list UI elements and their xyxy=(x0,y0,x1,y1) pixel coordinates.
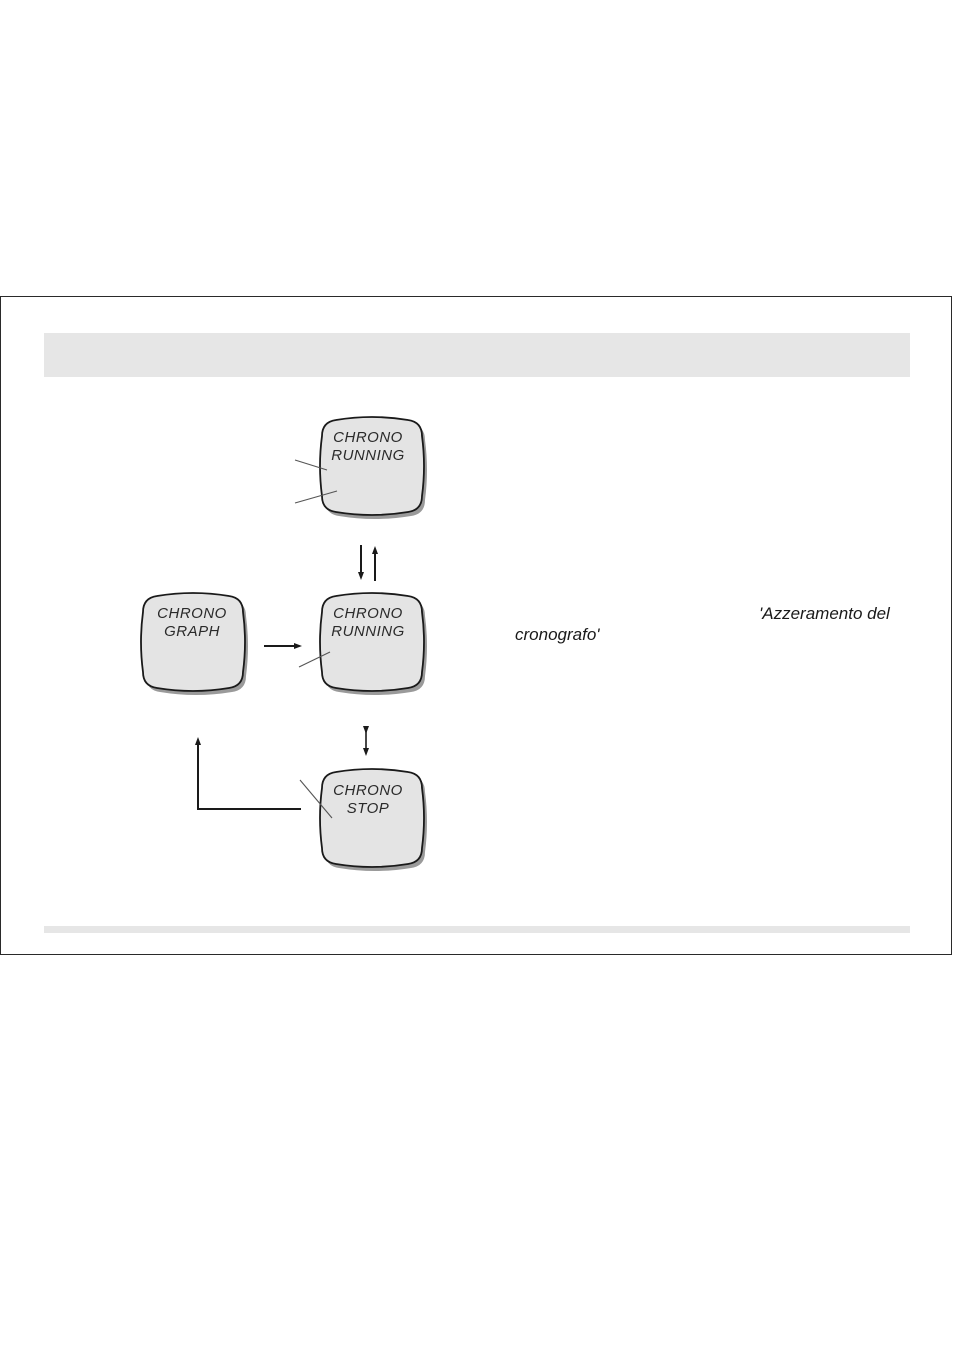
page-frame xyxy=(0,296,952,955)
screen-top-line1: CHRONO xyxy=(333,429,403,446)
screen-middle-chrono-running: CHRONO RUNNING xyxy=(319,592,427,695)
screen-left-line2: GRAPH xyxy=(164,623,220,640)
screen-left-chrono-graph: CHRONO GRAPH xyxy=(140,592,248,695)
screen-bottom-line2: STOP xyxy=(347,800,390,817)
screen-left-line1: CHRONO xyxy=(157,605,227,622)
screen-middle-line1: CHRONO xyxy=(333,605,403,622)
pointer-line xyxy=(298,651,331,668)
footer-band xyxy=(44,926,910,933)
reference-text-part2: cronografo' xyxy=(515,625,600,644)
pointer-line xyxy=(299,779,333,819)
screen-top-chrono-running: CHRONO RUNNING xyxy=(319,416,427,519)
screen-middle-line2: RUNNING xyxy=(331,623,405,640)
screen-bottom-chrono-stop: CHRONO STOP xyxy=(319,768,427,871)
reference-text-part1: 'Azzeramento del xyxy=(759,604,890,623)
screen-bottom-line1: CHRONO xyxy=(333,782,403,799)
header-band xyxy=(44,333,910,377)
return-path xyxy=(197,744,301,810)
pointer-line xyxy=(294,459,328,471)
pointer-line xyxy=(294,490,338,504)
screen-top-line2: RUNNING xyxy=(331,447,405,464)
